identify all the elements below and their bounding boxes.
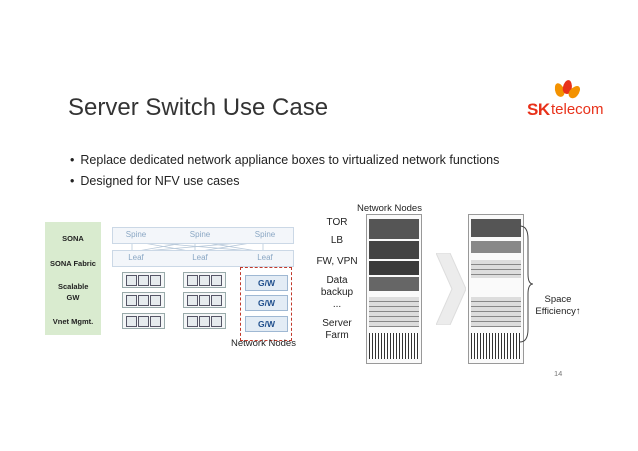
spine-switch: Spine [189, 230, 211, 239]
gateway-node: G/W [245, 316, 288, 332]
server-unit [471, 260, 521, 278]
ellipsis-label: ... [332, 299, 342, 310]
fw-appliance [369, 261, 419, 275]
server-icon [122, 272, 165, 288]
backup-label: backup [320, 287, 354, 298]
lb-appliance [369, 241, 419, 259]
logo-product: telecom [551, 101, 604, 118]
sona-fabric-label: SONA Fabric [50, 259, 96, 268]
spine-switch: Spine [125, 230, 147, 239]
switch-unit [471, 241, 521, 253]
leaf-switch: Leaf [192, 253, 208, 262]
server-icon [183, 313, 226, 329]
appliance-rack [366, 214, 422, 364]
fw-label: FW, VPN [316, 256, 358, 267]
network-nodes-label: Network Nodes [357, 203, 422, 214]
network-nodes-label: Network Nodes [231, 338, 296, 349]
scalable-gw-label: Scalable GW [58, 282, 89, 302]
page-title: Server Switch Use Case [68, 94, 329, 121]
sona-panel: SONA SONA Fabric Scalable GW Vnet Mgmt. [45, 222, 101, 335]
bracket-icon [519, 225, 534, 343]
data-label: Data [326, 275, 348, 286]
gateway-group: G/W G/W G/W [240, 267, 292, 341]
bullet-item: Replace dedicated network appliance boxe… [70, 150, 499, 171]
space-label: Space [544, 294, 572, 305]
efficiency-label: Efficiency↑ [535, 306, 581, 317]
page-number: 14 [554, 369, 563, 378]
sona-label: SONA [62, 234, 84, 243]
server-icon [183, 292, 226, 308]
server-farm [369, 333, 419, 359]
vnet-mgmt-label: Vnet Mgmt. [52, 317, 94, 326]
farm-label: Farm [325, 330, 349, 341]
gateway-node: G/W [245, 295, 288, 311]
leaf-switch: Leaf [257, 253, 273, 262]
tor-label: TOR [326, 217, 348, 228]
server-farm [369, 297, 419, 327]
gateway-node: G/W [245, 275, 288, 291]
space-efficiency-label: Space Efficiency↑ [528, 294, 588, 318]
server-unit [471, 333, 521, 359]
server-unit [471, 297, 521, 327]
server-label: Server [322, 318, 352, 329]
consolidated-rack [468, 214, 524, 364]
right-arrow-icon [436, 253, 466, 325]
sk-telecom-logo: SK telecom [527, 79, 622, 124]
switch-unit [471, 219, 521, 237]
lb-label: LB [330, 235, 344, 246]
leaf-band [112, 250, 294, 267]
tor-appliance [369, 219, 419, 239]
leaf-switch: Leaf [128, 253, 144, 262]
spine-switch: Spine [254, 230, 276, 239]
server-icon [122, 313, 165, 329]
bullet-item: Designed for NFV use cases [70, 171, 499, 192]
logo-brand: SK [527, 100, 550, 119]
bullet-list: Replace dedicated network appliance boxe… [70, 150, 499, 192]
spine-band [112, 227, 294, 244]
server-icon [122, 292, 165, 308]
server-icon [183, 272, 226, 288]
backup-appliance [369, 277, 419, 291]
